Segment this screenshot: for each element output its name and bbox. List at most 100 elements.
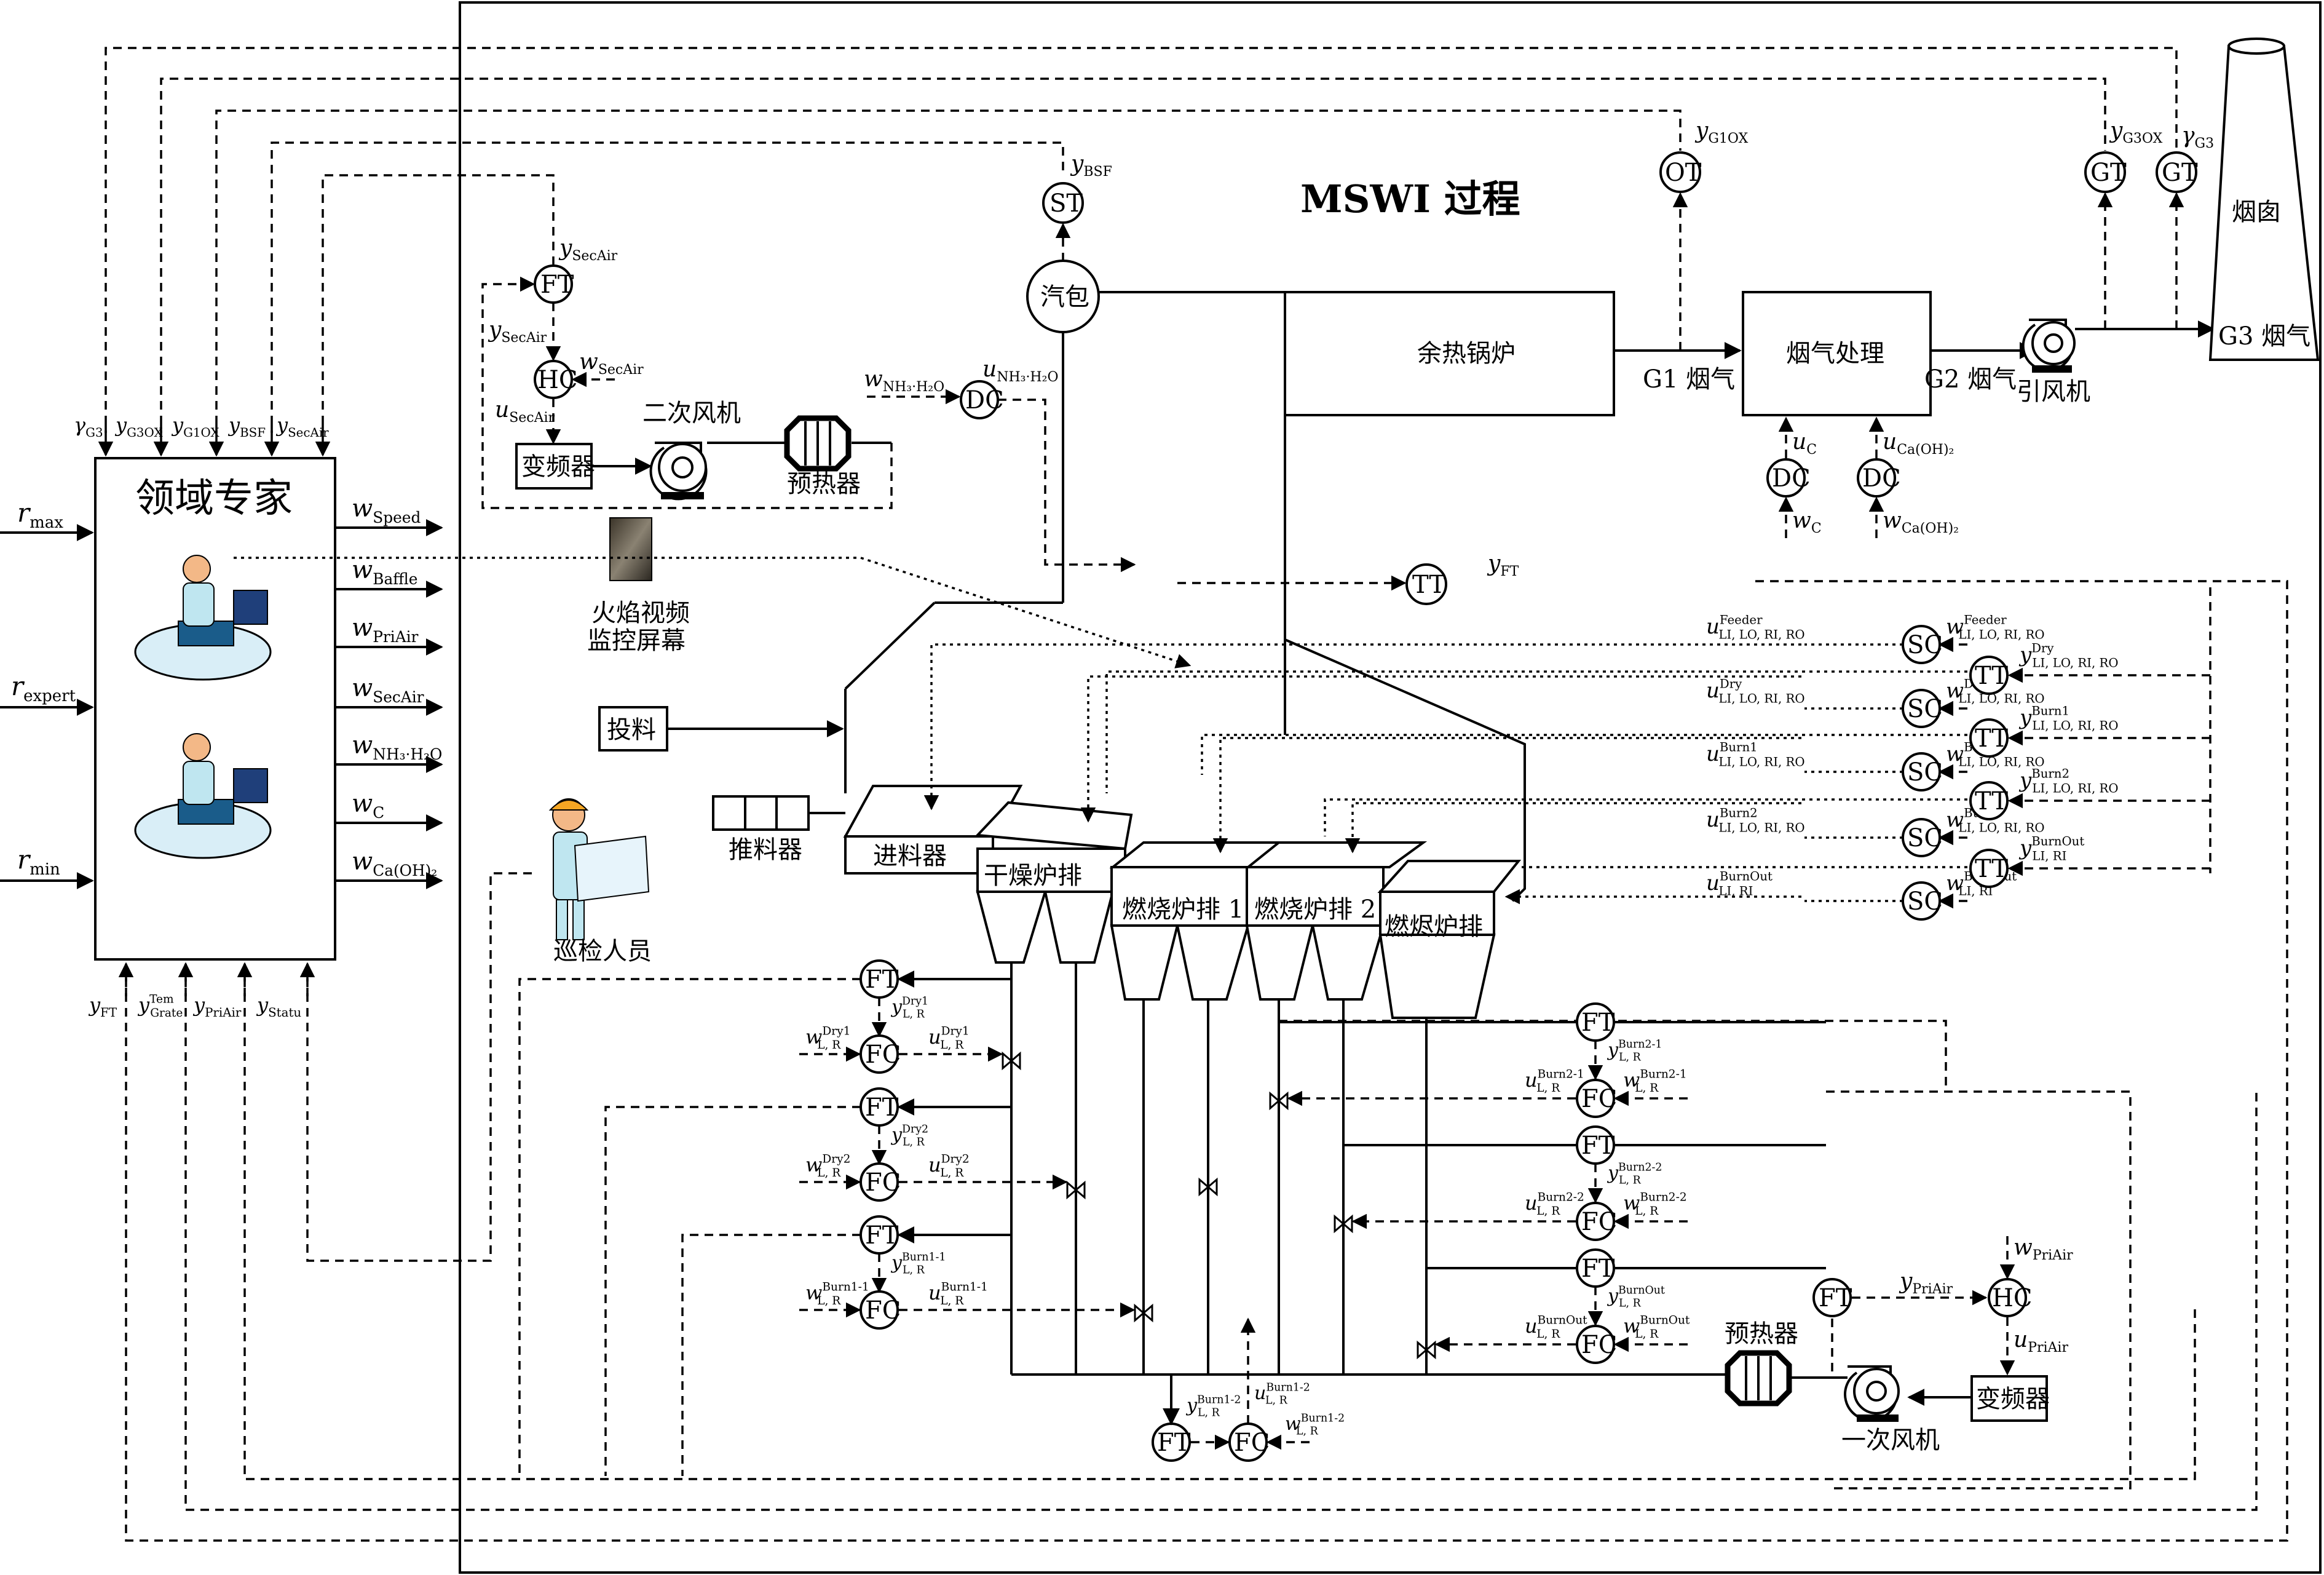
left-ft-0-text: FT [865,966,899,994]
valve-2 [1134,1303,1153,1323]
y-priair-label: yPriAir [1899,1269,1953,1297]
left-fc-1-text: FC [865,1168,901,1197]
svg-text:HC: HC [537,366,578,394]
valve-4 [1269,1091,1289,1111]
svg-text:HC: HC [1992,1284,2033,1312]
expert-top-input-1: yG3OX [114,413,163,440]
expert-output-6: wCa(OH)₂ [352,847,437,879]
svg-text:引风机: 引风机 [2017,378,2090,406]
svg-text:ST: ST [1049,189,1083,218]
u-secair-label: uSecAir [495,397,555,426]
y-secair-label: ySecAir [488,317,547,346]
right-fc-2-text: FC [1581,1331,1617,1359]
flame-video-thumb [609,517,652,581]
svg-text:烟气处理: 烟气处理 [1786,339,1884,368]
svg-text:变频器: 变频器 [521,453,595,481]
svg-text:FT: FT [1819,1284,1852,1312]
svg-text:TT: TT [1412,571,1445,599]
expert-bottom-input-3: yStatu [256,993,301,1020]
svg-text:一次风机: 一次风机 [1841,1426,1940,1454]
expert-output-2: wPriAir [352,614,419,646]
left-fc-2-text: FC [865,1296,901,1325]
expert-output-5: wC [352,790,384,822]
tt-0-text: TT [1975,662,2008,690]
tt-2 [1969,781,2009,820]
expert-top-input-3: yBSF [227,413,266,440]
input-rexpert: rexpert [11,671,76,705]
expert-output-1: wBaffle [352,556,417,588]
svg-text:巡检人员: 巡检人员 [553,937,652,966]
secondary-fan-icon [649,442,708,501]
gt-g3ox [2084,151,2126,193]
valve-6 [1417,1340,1436,1360]
waste-heat-boiler [1284,291,1615,416]
burn1-grate [1109,841,1292,1001]
svg-text:二次风机: 二次风机 [642,399,741,427]
primary-air-ducts [1010,962,1728,1376]
svg-text:GT: GT [2162,159,2198,187]
w-caoh-label: wCa(OH)₂ [1883,508,1959,536]
right-fc-1-text: FC [1581,1208,1617,1236]
expert-bottom-input-0: yFT [88,993,117,1020]
expert-output-0: wSpeed [352,494,421,526]
st-sensor [1042,182,1084,224]
preheater-primary-icon [1725,1350,1792,1406]
svg-text:火焰视频: 火焰视频 [591,599,690,627]
y-g1ox-label: yG1OX [1694,118,1749,146]
valve-5 [1334,1214,1353,1234]
right-fc-0-text: FC [1581,1085,1617,1113]
burnout-grate [1377,860,1522,1019]
preheater-secondary-icon [784,415,852,472]
operator-figure-bottom [134,733,272,859]
u-nh3-label: uNH₃·H₂O [982,357,1058,385]
expert-top-input-0: γG3 [74,413,103,440]
svg-text:预热器: 预热器 [1725,1320,1798,1348]
svg-text:干燥炉排: 干燥炉排 [984,862,1082,890]
expert-top-input-2: yG1OX [171,413,219,440]
dc-c [1766,458,1806,498]
inspector-figure [548,798,650,940]
svg-text:汽包: 汽包 [1040,283,1089,311]
svg-text:燃烬炉排: 燃烬炉排 [1385,913,1483,941]
input-rmax: rmax [17,498,63,532]
svg-text:DC: DC [965,386,1004,415]
air-valves [1002,1051,1436,1360]
operator-figure-top [134,555,272,681]
dc-caoh [1857,458,1896,498]
svg-text:预热器: 预热器 [787,470,861,498]
tt-1-text: TT [1975,724,2008,753]
ft-priair [1812,1278,1852,1317]
y-ft-label: yFT [1487,551,1519,579]
mswi-process-frame [459,1,2322,1574]
flue-gas-treatment [1742,291,1932,416]
vfd-secondary [515,443,593,490]
valve-3 [1198,1177,1218,1197]
right-ft-2-text: FT [1581,1255,1615,1283]
svg-text:余热锅炉: 余热锅炉 [1417,339,1516,368]
tt-0 [1969,656,2009,695]
y-g3ox-label: yG3OX [2109,118,2163,146]
